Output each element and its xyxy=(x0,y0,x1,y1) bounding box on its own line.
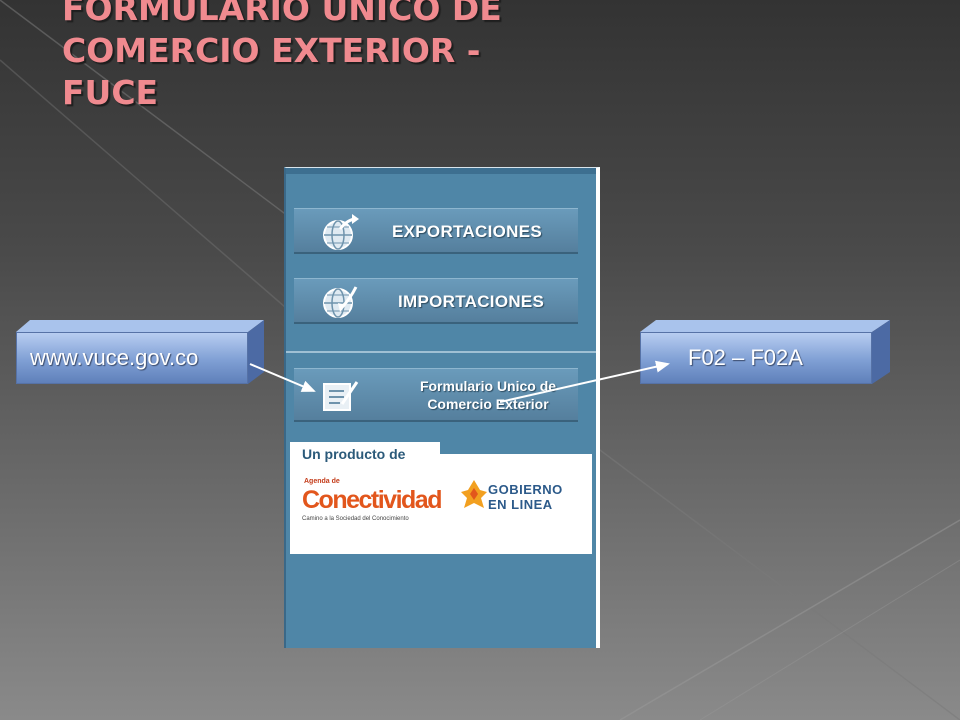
form-pencil-icon xyxy=(323,381,359,411)
agenda-label: Agenda de xyxy=(304,478,340,485)
globe-arrow-down-icon xyxy=(323,286,358,318)
form-code-callout-face xyxy=(640,332,872,384)
slide-title-line-1: FORMULARIO UNICO DE xyxy=(62,0,502,28)
slide-title: FORMULARIO UNICO DE COMERCIO EXTERIOR - … xyxy=(62,0,602,114)
formulario-unico-label: Formulario Unico de Comercio Exterior xyxy=(398,377,578,413)
globe-arrow-up-icon xyxy=(323,214,359,250)
importaciones-button[interactable]: IMPORTACIONES xyxy=(294,278,578,324)
gobierno-en-linea-text: GOBIERNO EN LINEA xyxy=(488,482,563,512)
producto-title: Un producto de xyxy=(302,446,406,462)
formulario-unico-button[interactable]: Formulario Unico de Comercio Exterior xyxy=(294,368,578,422)
formulario-unico-line-1: Formulario Unico de xyxy=(419,378,557,394)
url-callout: www.vuce.gov.co xyxy=(16,320,266,384)
exportaciones-label: EXPORTACIONES xyxy=(392,222,542,241)
slide-title-line-3: FUCE xyxy=(62,73,159,112)
menu-divider xyxy=(286,351,596,353)
form-code-callout: F02 – F02A xyxy=(640,320,890,384)
producto-strip xyxy=(440,442,592,454)
gobierno-en-linea-logo[interactable] xyxy=(460,478,488,514)
url-callout-face xyxy=(16,332,248,384)
exportaciones-button[interactable]: EXPORTACIONES xyxy=(294,208,578,254)
panel-top-bar xyxy=(286,168,596,174)
gobierno-line-1: GOBIERNO xyxy=(488,482,563,497)
conectividad-tagline: Camino a la Sociedad del Conocimiento xyxy=(302,516,409,522)
slide-title-line-2: COMERCIO EXTERIOR - xyxy=(62,31,481,70)
form-code-callout-text: F02 – F02A xyxy=(688,345,803,370)
form-code-callout-depth xyxy=(640,320,890,384)
formulario-unico-line-2: Comercio Exterior xyxy=(427,396,549,412)
producto-de-box: Un producto de Agenda de Conectividad Ca… xyxy=(290,442,592,554)
url-callout-text[interactable]: www.vuce.gov.co xyxy=(30,345,199,370)
vuce-menu-screenshot: EXPORTACIONES IMPORTACIONES Formulario U… xyxy=(284,167,600,648)
gobierno-line-2: EN LINEA xyxy=(488,497,553,512)
producto-tab xyxy=(290,442,440,466)
importaciones-label: IMPORTACIONES xyxy=(398,292,545,311)
conectividad-logo[interactable]: Conectividad xyxy=(302,486,442,514)
